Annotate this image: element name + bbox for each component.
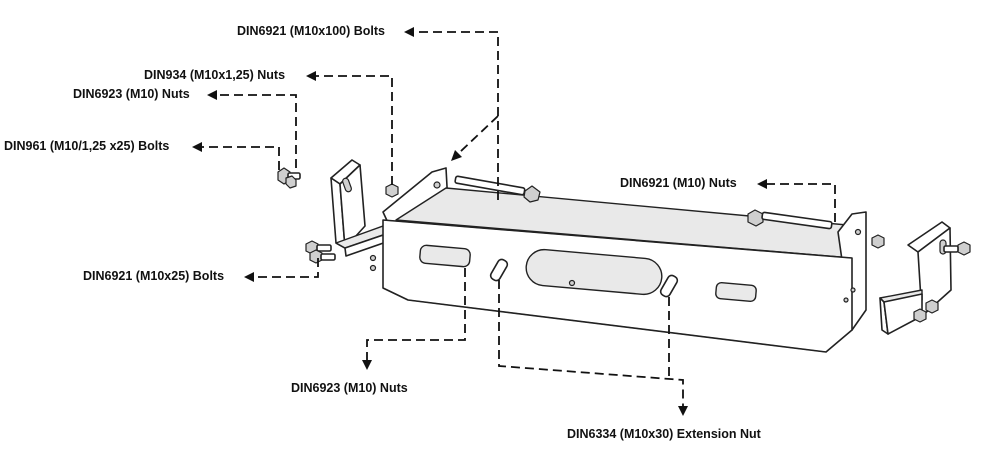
leader-bolts-m10x100 xyxy=(404,27,499,200)
leader-extension-nut xyxy=(498,280,688,416)
bolt-m10x25-pair xyxy=(305,240,336,264)
label-bolts-m10x100: DIN6921 (M10x100) Bolts xyxy=(237,24,385,38)
bolt-din961-top-left xyxy=(277,167,301,189)
label-nuts-din6923-top: DIN6923 (M10) Nuts xyxy=(73,87,190,101)
nut-din934 xyxy=(385,183,399,198)
bolt-right-bracket xyxy=(913,241,971,323)
leader-nuts-din6923-top xyxy=(207,90,297,168)
leader-bolts-din961 xyxy=(192,142,280,170)
extension-nut-right xyxy=(659,274,679,298)
leader-nuts-din6923-bottom xyxy=(362,268,466,370)
label-nuts-din6923-bottom: DIN6923 (M10) Nuts xyxy=(291,381,408,395)
winch-mount-plate xyxy=(369,167,867,353)
label-extension-nut: DIN6334 (M10x30) Extension Nut xyxy=(567,427,761,441)
bolt-m10x100-left xyxy=(454,175,541,203)
label-nuts-din934: DIN934 (M10x1,25) Nuts xyxy=(144,68,286,82)
nut-right-flange xyxy=(871,234,885,249)
leader-nuts-din6921 xyxy=(757,179,836,222)
bolt-m10x100-right xyxy=(747,209,833,230)
leader-bolts-m10x25 xyxy=(244,258,319,282)
label-bolts-din961: DIN961 (M10/1,25 x25) Bolts xyxy=(4,139,170,153)
label-nuts-din6921: DIN6921 (M10) Nuts xyxy=(620,176,737,190)
label-bolts-m10x25: DIN6921 (M10x25) Bolts xyxy=(83,269,225,283)
extension-nut-left xyxy=(489,258,509,282)
leader-nuts-din934 xyxy=(306,71,393,185)
right-mounting-bracket xyxy=(879,221,952,335)
